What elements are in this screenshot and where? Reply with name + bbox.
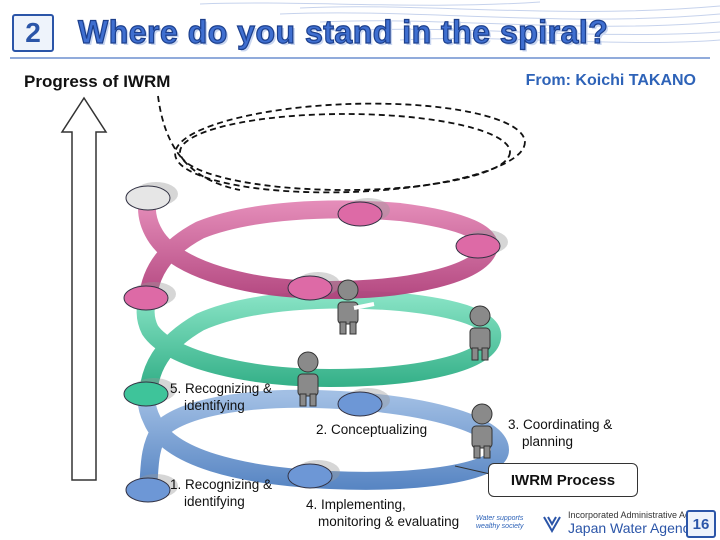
node-blue-2 (337, 388, 390, 417)
agency-footer: Water supports wealthy society Incorpora… (476, 510, 709, 536)
header-decoration (10, 1, 720, 59)
agency-name: Japan Water Agency (568, 520, 697, 536)
step4-label: 4. Implementing, monitoring & evaluating (306, 497, 460, 529)
node-pink-bottom (287, 272, 340, 301)
iwrm-process-box: IWRM Process (488, 463, 638, 497)
node-pink-top (337, 198, 390, 227)
node-pink-left (123, 282, 176, 311)
step2-label: 2. Conceptualizing (316, 422, 428, 437)
page-title: Where do you stand in the spiral? (77, 13, 609, 50)
agency-text: Incorporated Administrative Agency Japan… (568, 510, 709, 536)
step1-label: 1. Recognizing & identifying (170, 477, 273, 509)
node-green-5 (123, 378, 176, 407)
agency-type: Incorporated Administrative Agency (568, 510, 710, 520)
slide-number-badge: 2 (12, 14, 54, 52)
up-arrow-icon (60, 96, 108, 481)
dashed-future-ring (157, 95, 526, 194)
node-gray-top (125, 182, 178, 211)
node-blue-1 (125, 474, 178, 503)
process-callout-line (454, 465, 491, 475)
page-number: 16 (686, 510, 716, 538)
agency-logo-icon (543, 516, 561, 533)
person-figure-icon (469, 305, 491, 361)
agency-tagline: Water supports wealthy society (476, 515, 524, 530)
blue-ring (137, 385, 510, 497)
ring-nodes (123, 182, 508, 503)
progress-label: Progress of IWRM (24, 72, 171, 91)
step3-label: 3. Coordinating & planning (508, 417, 613, 449)
person-figure-icon (297, 351, 319, 407)
green-ring (136, 289, 502, 403)
node-blue-4 (287, 460, 340, 489)
person-figure-icon (337, 279, 375, 335)
person-figure-icon (471, 403, 493, 459)
source-credit: From: Koichi TAKANO (525, 72, 696, 89)
node-pink-right (455, 230, 508, 259)
step5-label: 5. Recognizing & identifying (170, 381, 273, 413)
